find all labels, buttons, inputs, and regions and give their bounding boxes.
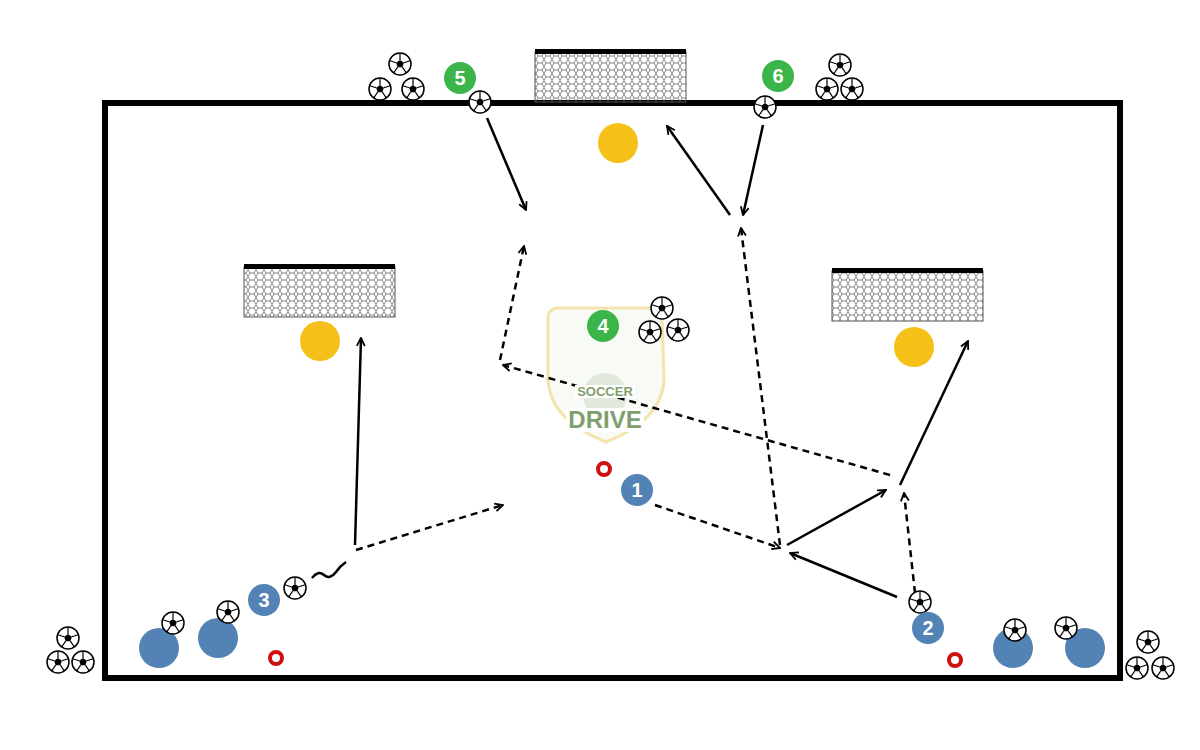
goal xyxy=(244,49,983,321)
soccer-ball xyxy=(47,53,1174,679)
watermark-text: DRIVE xyxy=(566,408,643,432)
player-circle: 5 xyxy=(444,62,476,94)
player-number: 3 xyxy=(258,590,269,610)
watermark-text: SOCCER xyxy=(575,385,635,398)
player-number: 1 xyxy=(631,480,642,500)
player-circle: 2 xyxy=(912,612,944,644)
player-number: 5 xyxy=(454,68,465,88)
player-number: 6 xyxy=(772,66,783,86)
movement-lines xyxy=(312,118,968,597)
player-circle: 1 xyxy=(621,474,653,506)
player-number: 4 xyxy=(597,316,608,336)
cone xyxy=(270,463,961,666)
watermark-shield xyxy=(548,308,664,442)
yellow-marker xyxy=(300,123,934,367)
player-number: 2 xyxy=(922,618,933,638)
waiting-player xyxy=(139,618,1105,668)
player-circle: 3 xyxy=(248,584,280,616)
player-circle: 6 xyxy=(762,60,794,92)
player-circle: 4 xyxy=(587,310,619,342)
